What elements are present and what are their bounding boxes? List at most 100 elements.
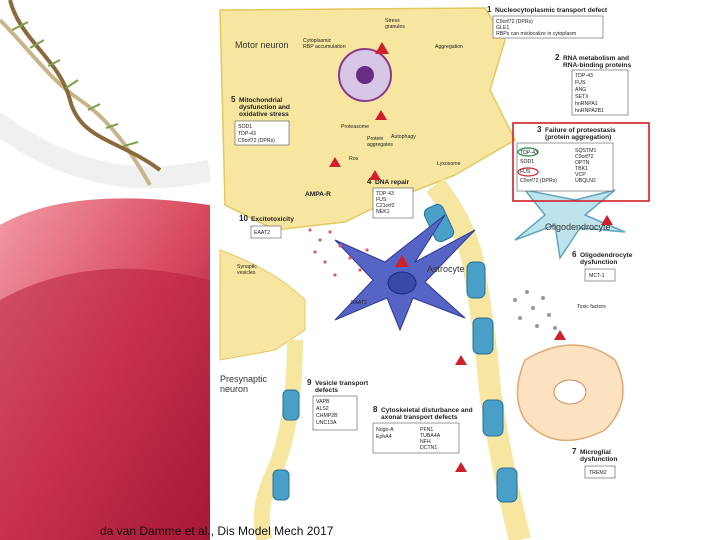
motor-neuron-label: Motor neuron [235, 40, 289, 50]
svg-text:MCT-1: MCT-1 [589, 273, 605, 279]
svg-text:Failure of proteostasis: Failure of proteostasis [545, 127, 616, 134]
astrocyte-label: Astrocyte [427, 264, 465, 274]
svg-text:RNA metabolism and: RNA metabolism and [563, 55, 629, 62]
svg-text:UBQLN2: UBQLN2 [575, 178, 596, 184]
svg-text:(protein aggregation): (protein aggregation) [545, 134, 611, 141]
ampa-r-label: AMPA-R [305, 191, 331, 198]
autophagy-label: Autophagy [391, 134, 416, 140]
panel-4-dna-repair: 4 DNA repair TDP-43 FUS C21orf2 NEK1 [367, 177, 414, 219]
citation-text: da van Damme et al., Dis Model Mech 2017 [100, 524, 334, 538]
svg-text:RNA-binding proteins: RNA-binding proteins [563, 62, 631, 69]
lysosome-label: Lysosome [437, 161, 461, 167]
svg-text:TDP-43: TDP-43 [520, 150, 538, 156]
svg-text:C9orf72 (DPRs): C9orf72 (DPRs) [238, 138, 275, 144]
svg-text:DCTN1: DCTN1 [420, 445, 437, 451]
svg-text:RBPs can mislocalize in cytopl: RBPs can mislocalize in cytoplasm [496, 31, 576, 37]
svg-text:TBK1: TBK1 [575, 166, 588, 172]
warning-triangle-icons [329, 42, 613, 472]
svg-text:TUBA4A: TUBA4A [420, 433, 441, 439]
eaat2-membrane-label: EAAT2 [351, 300, 367, 306]
svg-text:Microglial: Microglial [580, 449, 611, 456]
svg-text:Excitotoxicity: Excitotoxicity [251, 216, 294, 223]
svg-text:5: 5 [231, 95, 236, 104]
svg-text:dysfunction: dysfunction [580, 259, 617, 266]
svg-text:4: 4 [367, 177, 372, 186]
svg-text:GLE1: GLE1 [496, 25, 509, 31]
svg-text:C21orf2: C21orf2 [376, 203, 395, 209]
panel-1-nucleocytoplasmic-transport: 1 Nucleocytoplasmic transport defect C9o… [487, 5, 608, 39]
panel-3-proteostasis: 3 Failure of proteostasis (protein aggre… [512, 122, 650, 202]
svg-text:7: 7 [572, 447, 577, 456]
svg-text:TREM2: TREM2 [589, 470, 607, 476]
svg-text:EAAT2: EAAT2 [254, 230, 270, 236]
svg-text:3: 3 [537, 125, 542, 134]
toxic-factor-dots [513, 290, 557, 330]
svg-text:SETX: SETX [575, 94, 589, 100]
svg-text:1: 1 [487, 5, 492, 14]
svg-text:6: 6 [572, 250, 577, 259]
svg-text:TDP-43: TDP-43 [376, 191, 394, 197]
svg-text:Nucleocytoplasmic transport de: Nucleocytoplasmic transport defect [495, 7, 608, 14]
svg-text:axonal transport defects: axonal transport defects [381, 414, 458, 421]
svg-text:NEK1: NEK1 [376, 209, 390, 215]
svg-text:10: 10 [239, 214, 248, 223]
svg-text:ALS2: ALS2 [316, 406, 329, 412]
svg-text:TDP-43: TDP-43 [238, 131, 256, 137]
svg-text:OPTN: OPTN [575, 160, 590, 166]
svg-text:SOD1: SOD1 [520, 159, 534, 165]
oligodendrocyte-cell [514, 188, 626, 261]
svg-text:Vesicle transport: Vesicle transport [315, 380, 369, 387]
panel-10-excitotoxicity: 10 Excitotoxicity EAAT2 [239, 214, 294, 239]
svg-text:Mitochondrial: Mitochondrial [239, 97, 282, 104]
decorative-dna-sidebar [0, 0, 210, 540]
svg-text:2: 2 [555, 53, 560, 62]
svg-text:SQSTM1: SQSTM1 [575, 148, 596, 154]
svg-text:CHMP2B: CHMP2B [316, 413, 338, 419]
svg-text:8: 8 [373, 405, 378, 414]
panel-2-rna-metabolism: 2 RNA metabolism and RNA-binding protein… [555, 53, 631, 116]
svg-text:FUS: FUS [376, 197, 387, 203]
dna-helix-graphic [0, 0, 162, 186]
presynaptic-neuron [219, 249, 306, 361]
panel-8-cytoskeletal-axonal-transport: 8 Cytoskeletal disturbance and axonal tr… [372, 405, 473, 454]
proteasome-label: Proteasome [341, 124, 369, 130]
svg-text:VAPB: VAPB [316, 399, 330, 405]
svg-text:UNC13A: UNC13A [316, 420, 337, 426]
svg-text:C9orf72 (DPRs): C9orf72 (DPRs) [520, 178, 557, 184]
svg-text:Nogo-A: Nogo-A [376, 427, 394, 433]
panel-7-microglial-dysfunction: 7 Microglial dysfunction TREM2 [572, 447, 617, 479]
als-pathomechanisms-diagram: Motor neuron Astrocyte Oligodendrocyte P… [215, 0, 655, 540]
panel-6-oligodendrocyte-dysfunction: 6 Oligodendrocyte dysfunction MCT-1 [572, 250, 633, 282]
glutamate-dots [308, 228, 369, 277]
svg-text:hnRNPA2B1: hnRNPA2B1 [575, 108, 604, 114]
svg-text:defects: defects [315, 387, 338, 394]
svg-text:oxidative stress: oxidative stress [239, 111, 289, 118]
svg-text:DNA repair: DNA repair [375, 179, 410, 186]
presynaptic-myelin [272, 389, 300, 501]
highlight-box [512, 122, 650, 202]
svg-text:FUS: FUS [575, 80, 586, 86]
svg-text:hnRNPA1: hnRNPA1 [575, 101, 598, 107]
svg-text:C9orf72: C9orf72 [575, 154, 594, 160]
svg-text:NFH: NFH [420, 439, 431, 445]
aggregation-label: Aggregation [435, 44, 463, 50]
svg-text:SOD1: SOD1 [238, 124, 252, 130]
svg-text:dysfunction and: dysfunction and [239, 104, 290, 111]
panel-9-vesicle-transport: 9 Vesicle transport defects VAPB ALS2 CH… [307, 378, 369, 431]
toxic-factors-label: Toxic factors [577, 304, 606, 310]
svg-text:C9orf72 (DPRs): C9orf72 (DPRs) [496, 19, 533, 25]
svg-text:EphA4: EphA4 [376, 434, 392, 440]
svg-text:VCP: VCP [575, 172, 586, 178]
svg-text:9: 9 [307, 378, 312, 387]
svg-text:TDP-43: TDP-43 [575, 73, 593, 79]
svg-text:ANG: ANG [575, 87, 586, 93]
svg-text:Oligodendrocyte: Oligodendrocyte [580, 252, 633, 259]
svg-text:dysfunction: dysfunction [580, 456, 617, 463]
ros-label: Ros [349, 156, 359, 162]
panel-5-mitochondrial-dysfunction: 5 Mitochondrial dysfunction and oxidativ… [231, 95, 290, 146]
svg-text:Cytoskeletal disturbance and: Cytoskeletal disturbance and [381, 407, 473, 414]
